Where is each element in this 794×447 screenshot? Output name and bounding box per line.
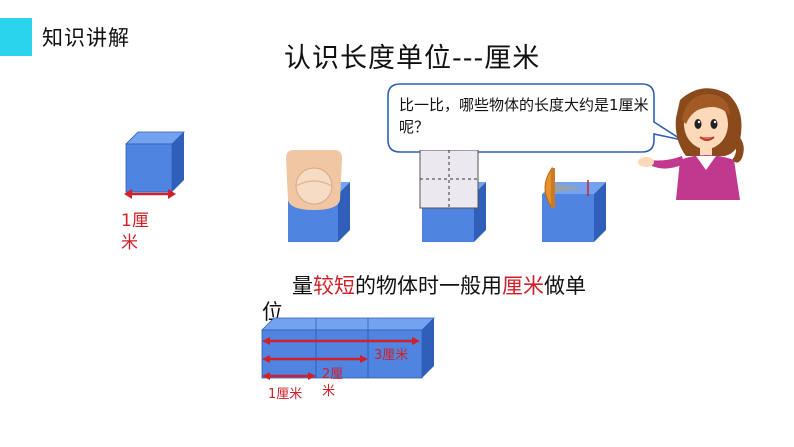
cube-pushpin xyxy=(542,166,606,242)
label-1cm: 1厘米 xyxy=(268,387,303,402)
speech-bubble xyxy=(387,83,683,153)
highlight-shorter: 较短 xyxy=(313,274,355,298)
cube-fingernail xyxy=(286,150,350,242)
cube-length-label: 1厘米 xyxy=(121,211,149,253)
highlight-centimeter: 厘米 xyxy=(502,274,544,298)
cube-1cm xyxy=(124,131,185,199)
section-title: 知识讲解 xyxy=(42,26,130,50)
bubble-text: 比一比，哪些物体的长度大约是1厘米呢？ xyxy=(399,96,649,136)
label-3cm: 3厘米 xyxy=(374,348,409,363)
label-2cm: 2厘米 xyxy=(322,367,344,399)
page-title: 认识长度单位---厘米 xyxy=(284,43,541,74)
teacher-icon xyxy=(638,88,744,200)
three-cube-row xyxy=(261,317,435,380)
cube-square-piece xyxy=(419,150,486,242)
section-accent-bar xyxy=(0,18,32,56)
statement-line: 量较短的物体时一般用厘米做单 xyxy=(292,274,586,298)
